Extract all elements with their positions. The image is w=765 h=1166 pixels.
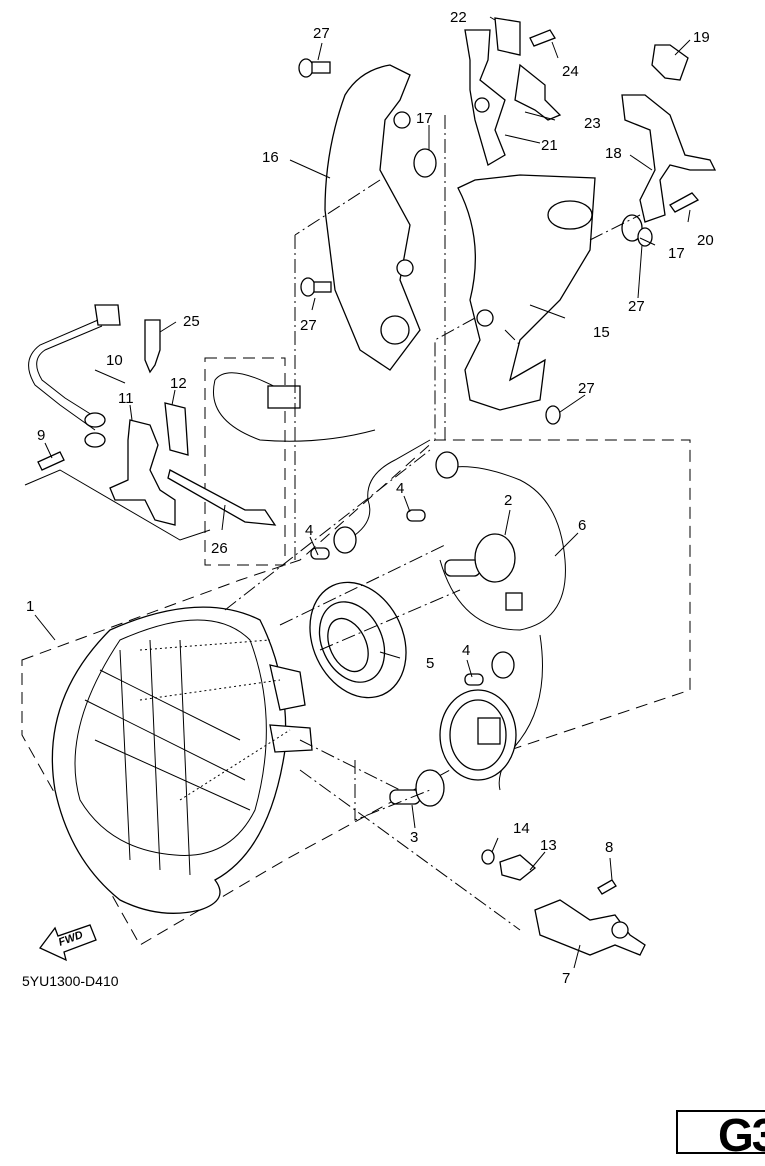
lower-socket: [439, 689, 517, 781]
part-15-right-stay: [457, 174, 596, 411]
callout-24: 24: [562, 63, 579, 80]
part-3-bulb: [389, 769, 445, 807]
part-18-19-bracket-clip: [621, 44, 717, 223]
callout-15: 15: [593, 324, 610, 341]
connection-lines: [139, 115, 641, 931]
callout-6: 6: [578, 517, 586, 534]
callout-27b: 27: [300, 317, 317, 334]
callout-12: 12: [170, 375, 187, 392]
callout-4b: 4: [396, 480, 404, 497]
part-2-headlight-bulb: [444, 533, 523, 611]
callout-9: 9: [37, 427, 45, 444]
callout-17a: 17: [416, 110, 433, 127]
callout-26: 26: [211, 540, 228, 557]
callout-20: 20: [697, 232, 714, 249]
page-section-badge: G3: [676, 1109, 765, 1161]
callout-5: 5: [426, 655, 434, 672]
callout-labels: 1 2 3 4 4 4 5 6 7 8 9 10 11 12 13 14 15 …: [26, 9, 714, 987]
callout-7: 7: [562, 970, 570, 987]
callout-14: 14: [513, 820, 530, 837]
callout-21: 21: [541, 137, 558, 154]
callout-19: 19: [693, 29, 710, 46]
callout-1: 1: [26, 598, 34, 615]
part-1-headlight-unit: [51, 606, 313, 914]
harness-sub-boundary: [204, 357, 286, 566]
drawing-code: 5YU1300-D410: [22, 973, 119, 989]
callout-17b: 17: [668, 245, 685, 262]
callout-16: 16: [262, 149, 279, 166]
bracket-group-leader: [24, 469, 211, 541]
callout-18: 18: [605, 145, 622, 162]
part-16-left-stay: [324, 64, 421, 371]
sub-harness-connector: [213, 372, 376, 442]
assembly-boundary: [21, 439, 691, 946]
callout-22: 22: [450, 9, 467, 26]
forward-direction-arrow: FWD: [38, 924, 97, 962]
part-6-socket-harness: [333, 439, 566, 791]
callout-leaders: [34, 16, 691, 969]
callout-8: 8: [605, 839, 613, 856]
callout-23: 23: [584, 115, 601, 132]
part-4-bulbs: [310, 509, 484, 686]
callout-25: 25: [183, 313, 200, 330]
callout-13: 13: [540, 837, 557, 854]
part-10-wire-harness: [28, 304, 121, 448]
part-11-12-25-26: [109, 319, 277, 526]
callout-27d: 27: [578, 380, 595, 397]
callout-2: 2: [504, 492, 512, 509]
callout-27c: 27: [628, 298, 645, 315]
fasteners: [37, 29, 700, 471]
part-5-ring: [309, 581, 407, 699]
part-21-22-23-brackets: [464, 17, 562, 166]
callout-10: 10: [106, 352, 123, 369]
callout-4a: 4: [305, 522, 313, 539]
page-section-label: G3: [718, 1109, 765, 1161]
callout-4c: 4: [462, 642, 470, 659]
callout-27a: 27: [313, 25, 330, 42]
callout-11: 11: [118, 390, 134, 407]
part-7-8-13-14-bracket: [481, 849, 646, 956]
callout-3: 3: [410, 829, 418, 846]
